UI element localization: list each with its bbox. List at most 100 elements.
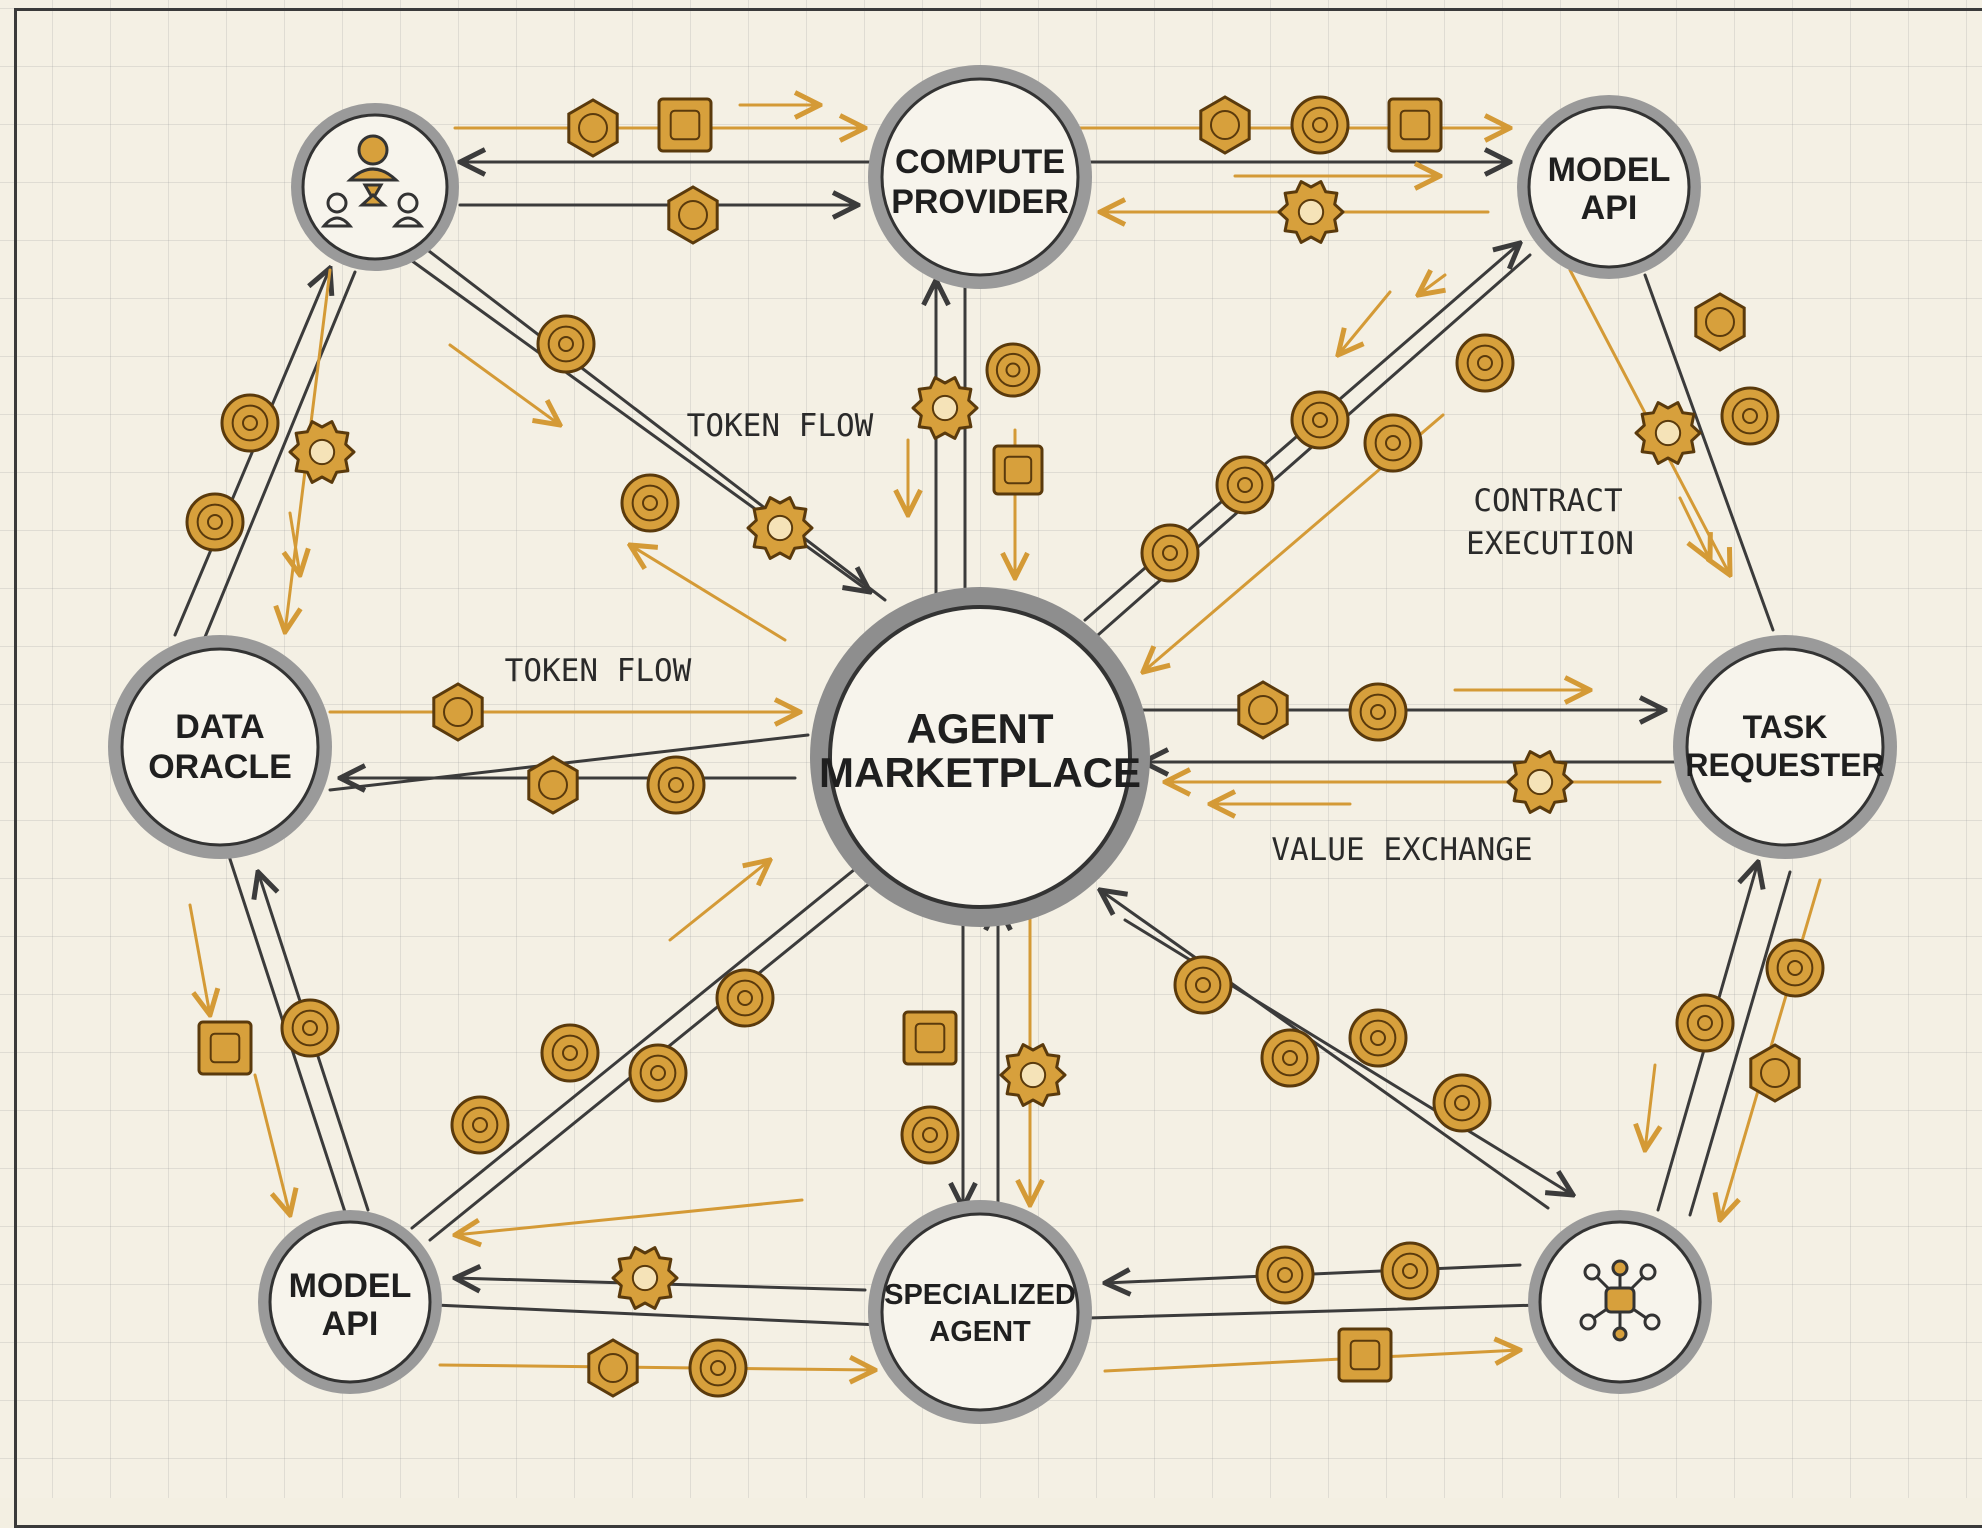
value-flow-arrow-25 [455, 1198, 804, 1235]
square-token-icon [992, 444, 1044, 496]
connection-line-8 [328, 733, 810, 792]
connection-line-17 [1100, 890, 1550, 1210]
model-api-bottom-node[interactable]: MODEL API [258, 1210, 442, 1394]
value-flow-arrow-21 [188, 903, 210, 1015]
coin-token-icon [1720, 386, 1780, 446]
coin-token-icon [1348, 682, 1408, 742]
coin-token-icon [1432, 1073, 1492, 1133]
contract-execution-label-line2: EXECUTION [1466, 526, 1634, 562]
square-token-icon [902, 1010, 958, 1066]
coin-token-icon [536, 314, 596, 374]
specialized-agent-node[interactable]: SPECIALIZED AGENT [868, 1200, 1092, 1424]
data-oracle-label-line2: ORACLE [148, 748, 292, 786]
gear-token-icon [999, 1043, 1067, 1107]
value-flow-arrow-7 [290, 511, 300, 575]
coin-token-icon [1173, 955, 1233, 1015]
connection-line-29 [1688, 870, 1792, 1217]
agent-marketplace-label-line2: MARKETPLACE [819, 749, 1141, 796]
users-hierarchy-icon [320, 134, 425, 228]
model-api-bottom-label-line2: API [322, 1305, 379, 1343]
token-flow-label-upper: TOKEN FLOW [687, 408, 874, 444]
gear-token-icon [288, 420, 356, 484]
hexagon-token-icon [527, 755, 579, 815]
gear-token-icon [611, 1246, 679, 1310]
coin-token-icon [220, 393, 280, 453]
specialized-agent-label-line2: AGENT [929, 1316, 1031, 1348]
square-token-icon [197, 1020, 253, 1076]
coin-token-icon [646, 755, 706, 815]
square-token-icon [1337, 1327, 1393, 1383]
token-flow-label-left: TOKEN FLOW [505, 653, 692, 689]
hexagon-token-icon [1199, 95, 1251, 155]
hexagon-token-icon [587, 1338, 639, 1398]
agent-marketplace-label-line1: AGENT [907, 705, 1054, 752]
coin-token-icon [1215, 455, 1275, 515]
hexagon-token-icon [567, 98, 619, 158]
model-api-top-label-line2: API [1581, 189, 1638, 227]
coin-token-icon [1363, 413, 1423, 473]
coin-token-icon [280, 998, 340, 1058]
gear-token-icon [1634, 401, 1702, 465]
connection-line-27 [1086, 1303, 1542, 1320]
value-flow-arrow-27 [1103, 1350, 1520, 1373]
task-requester-label-line1: TASK [1743, 709, 1828, 745]
value-flow-arrow-9 [630, 545, 787, 642]
compute-provider-label-line2: PROVIDER [891, 183, 1069, 221]
coin-token-icon [540, 1023, 600, 1083]
hexagon-token-icon [1694, 292, 1746, 352]
coin-token-icon [1380, 1241, 1440, 1301]
value-exchange-label: VALUE EXCHANGE [1271, 832, 1532, 868]
value-flow-arrow-23 [668, 860, 770, 942]
value-flow-arrow-15 [1678, 496, 1710, 560]
data-oracle-node[interactable]: DATA ORACLE [108, 635, 332, 859]
agent-network-node[interactable] [1528, 1210, 1712, 1394]
coin-token-icon [620, 473, 680, 533]
hexagon-token-icon [1237, 680, 1289, 740]
coin-token-icon [1675, 993, 1735, 1053]
value-flow-arrow-8 [448, 343, 560, 425]
model-api-top-node[interactable]: MODEL API [1517, 95, 1701, 279]
coin-token-icon [688, 1338, 748, 1398]
coin-token-icon [1140, 523, 1200, 583]
coin-token-icon [185, 492, 245, 552]
coin-token-icon [985, 342, 1041, 398]
coin-token-icon [628, 1043, 688, 1103]
task-requester-node[interactable]: TASK REQUESTER [1673, 635, 1897, 859]
connection-line-7 [201, 270, 357, 644]
coin-token-icon [1290, 390, 1350, 450]
connection-line-20 [410, 863, 862, 1230]
specialized-agent-label-line1: SPECIALIZED [884, 1279, 1076, 1311]
users-node[interactable] [291, 103, 459, 271]
value-flow-arrow-26 [438, 1365, 875, 1370]
connection-line-5 [423, 246, 887, 602]
token-icons [185, 95, 1825, 1398]
coin-token-icon [1260, 1028, 1320, 1088]
gear-token-icon [1506, 750, 1574, 814]
connection-line-14 [1643, 273, 1775, 632]
hexagon-token-icon [1749, 1043, 1801, 1103]
value-flow-arrow-22 [253, 1073, 290, 1215]
hexagon-token-icon [667, 185, 719, 245]
agent-network-icon [1579, 1259, 1661, 1342]
gear-token-icon [1277, 180, 1345, 244]
coin-token-icon [1255, 1245, 1315, 1305]
gear-token-icon [911, 376, 979, 440]
data-oracle-label-line1: DATA [175, 708, 264, 746]
square-token-icon [657, 97, 713, 153]
value-flow-arrow-28 [1645, 1063, 1655, 1150]
coin-token-icon [715, 968, 775, 1028]
coin-token-icon [1348, 1008, 1408, 1068]
compute-provider-node[interactable]: COMPUTE PROVIDER [868, 65, 1092, 289]
coin-token-icon [450, 1095, 510, 1155]
hexagon-token-icon [432, 682, 484, 742]
coin-token-icon [1765, 938, 1825, 998]
square-token-icon [1387, 97, 1443, 153]
agent-marketplace-node[interactable]: AGENT MARKETPLACE [810, 587, 1150, 927]
model-api-bottom-label-line1: MODEL [289, 1267, 412, 1305]
model-api-top-label-line1: MODEL [1548, 151, 1671, 189]
compute-provider-label-line1: COMPUTE [895, 143, 1065, 181]
gear-token-icon [746, 496, 814, 560]
coin-token-icon [1290, 95, 1350, 155]
